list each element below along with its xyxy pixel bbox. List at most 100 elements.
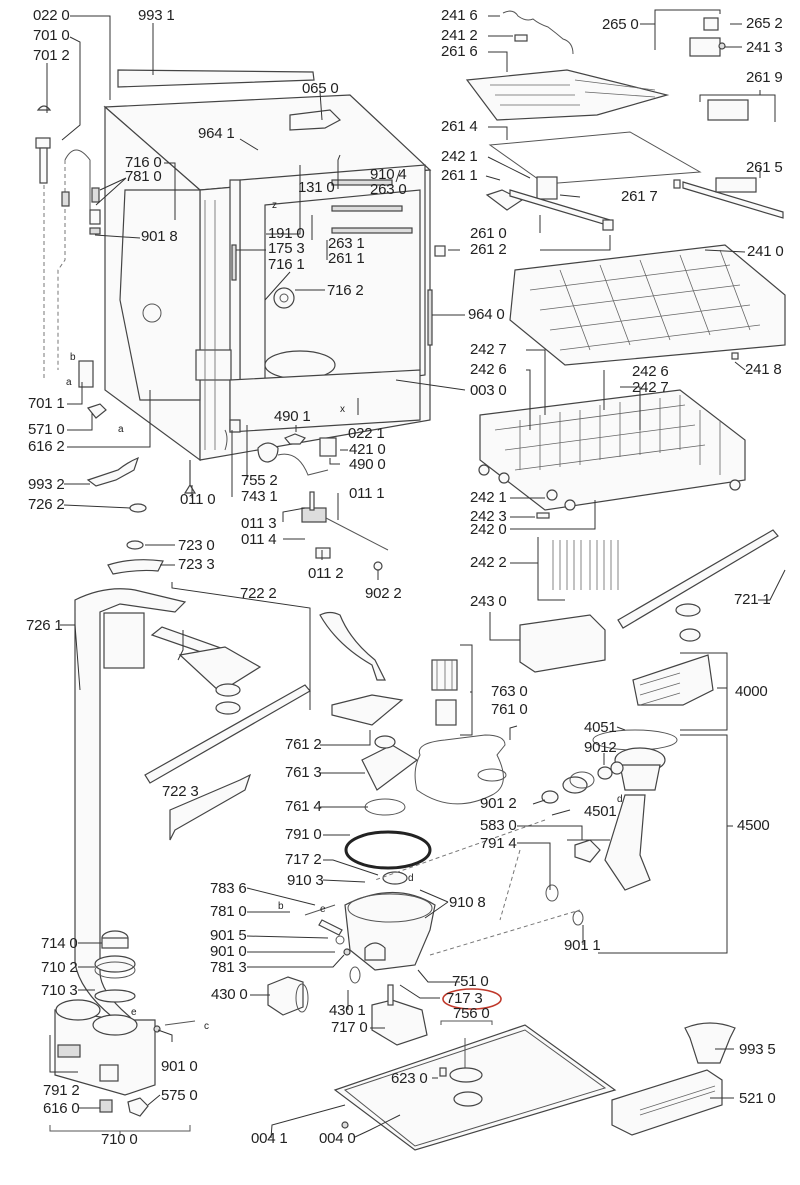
part-label-901-5[interactable]: 901 5 [210,927,247,944]
part-label-756-0[interactable]: 756 0 [453,1005,490,1022]
part-label-993-5[interactable]: 993 5 [739,1041,776,1058]
part-label-571-0[interactable]: 571 0 [28,421,65,438]
part-label-710-3[interactable]: 710 3 [41,982,78,999]
part-label-175-3[interactable]: 175 3 [268,240,305,257]
part-label-761-2[interactable]: 761 2 [285,736,322,753]
part-label-521-0[interactable]: 521 0 [739,1090,776,1107]
part-label-761-0[interactable]: 761 0 [491,701,528,718]
part-label-717-2[interactable]: 717 2 [285,851,322,868]
part-label-583-0[interactable]: 583 0 [480,817,517,834]
part-label-710-2[interactable]: 710 2 [41,959,78,976]
part-label-242-6-left[interactable]: 242 6 [470,361,507,378]
part-label-901-0-sump[interactable]: 901 0 [210,943,247,960]
part-label-003-0[interactable]: 003 0 [470,382,507,399]
part-label-781-0[interactable]: 781 0 [125,168,162,185]
part-label-710-0[interactable]: 710 0 [101,1131,138,1148]
part-label-723-0[interactable]: 723 0 [178,537,215,554]
part-label-701-1[interactable]: 701 1 [28,395,65,412]
part-label-791-4[interactable]: 791 4 [480,835,517,852]
part-label-242-6-right[interactable]: 242 6 [632,363,669,380]
part-label-993-2[interactable]: 993 2 [28,476,65,493]
part-label-901-0-softener[interactable]: 901 0 [161,1058,198,1075]
part-label-263-1[interactable]: 263 1 [328,235,365,252]
part-label-701-2[interactable]: 701 2 [33,47,70,64]
part-label-616-0[interactable]: 616 0 [43,1100,80,1117]
part-label-781-0-lower[interactable]: 781 0 [210,903,247,920]
part-label-242-3[interactable]: 242 3 [470,508,507,525]
part-label-261-7[interactable]: 261 7 [621,188,658,205]
part-label-011-1[interactable]: 011 1 [349,485,385,502]
part-label-065-0[interactable]: 065 0 [302,80,339,97]
part-label-726-2[interactable]: 726 2 [28,496,65,513]
part-label-430-1[interactable]: 430 1 [329,1002,366,1019]
part-label-261-1[interactable]: 261 1 [328,250,365,267]
part-label-964-0[interactable]: 964 0 [468,306,505,323]
part-label-717-0[interactable]: 717 0 [331,1019,368,1036]
part-label-716-2[interactable]: 716 2 [327,282,364,299]
part-label-011-3[interactable]: 011 3 [241,515,277,532]
part-label-242-1-upper[interactable]: 242 1 [441,148,478,165]
part-label-964-1[interactable]: 964 1 [198,125,235,142]
part-label-902-2[interactable]: 902 2 [365,585,402,602]
part-label-726-1[interactable]: 726 1 [26,617,63,634]
part-label-261-5[interactable]: 261 5 [746,159,783,176]
part-label-714-0[interactable]: 714 0 [41,935,78,952]
part-label-265-2[interactable]: 265 2 [746,15,783,32]
part-label-430-0[interactable]: 430 0 [211,986,248,1003]
part-label-743-1[interactable]: 743 1 [241,488,278,505]
part-label-242-2[interactable]: 242 2 [470,554,507,571]
part-label-004-1[interactable]: 004 1 [251,1130,288,1147]
part-label-4501[interactable]: 4501 [584,803,617,820]
part-label-716-0[interactable]: 716 0 [125,154,162,171]
part-label-791-0[interactable]: 791 0 [285,826,322,843]
part-label-011-4[interactable]: 011 4 [241,531,277,548]
part-label-761-4[interactable]: 761 4 [285,798,322,815]
part-label-242-7-right[interactable]: 242 7 [632,379,669,396]
part-label-781-3[interactable]: 781 3 [210,959,247,976]
part-label-261-9[interactable]: 261 9 [746,69,783,86]
part-label-717-3-highlighted[interactable]: 717 3 [446,990,483,1007]
part-label-242-1-lower[interactable]: 242 1 [470,489,507,506]
part-label-241-2[interactable]: 241 2 [441,27,478,44]
part-label-623-0[interactable]: 623 0 [391,1070,428,1087]
part-label-9012[interactable]: 9012 [584,739,617,756]
part-label-910-8[interactable]: 910 8 [449,894,486,911]
part-label-721-1[interactable]: 721 1 [734,591,771,608]
part-label-261-1-upper[interactable]: 261 1 [441,167,478,184]
part-label-761-3[interactable]: 761 3 [285,764,322,781]
part-label-011-0[interactable]: 011 0 [180,491,216,508]
part-label-022-0[interactable]: 022 0 [33,7,70,24]
part-label-490-1[interactable]: 490 1 [274,408,311,425]
part-label-011-2[interactable]: 011 2 [308,565,344,582]
part-label-901-2[interactable]: 901 2 [480,795,517,812]
part-label-241-8[interactable]: 241 8 [745,361,782,378]
part-label-241-6[interactable]: 241 6 [441,7,478,24]
part-label-241-0[interactable]: 241 0 [747,243,784,260]
part-label-4051[interactable]: 4051 [584,719,617,736]
part-label-261-2[interactable]: 261 2 [470,241,507,258]
part-label-993-1[interactable]: 993 1 [138,7,175,24]
part-label-261-0[interactable]: 261 0 [470,225,507,242]
part-label-4000[interactable]: 4000 [735,683,768,700]
part-label-783-6[interactable]: 783 6 [210,880,247,897]
part-label-004-0[interactable]: 004 0 [319,1130,356,1147]
part-label-722-2[interactable]: 722 2 [240,585,277,602]
part-label-242-0[interactable]: 242 0 [470,521,507,538]
part-label-616-2[interactable]: 616 2 [28,438,65,455]
part-label-901-1[interactable]: 901 1 [564,937,601,954]
part-label-901-8[interactable]: 901 8 [141,228,178,245]
part-label-751-0[interactable]: 751 0 [452,973,489,990]
part-label-701-0[interactable]: 701 0 [33,27,70,44]
part-label-910-4[interactable]: 910 4 [370,166,407,183]
part-label-263-0[interactable]: 263 0 [370,181,407,198]
part-label-722-3[interactable]: 722 3 [162,783,199,800]
part-label-490-0[interactable]: 490 0 [349,456,386,473]
part-label-755-2[interactable]: 755 2 [241,472,278,489]
part-label-242-7-left[interactable]: 242 7 [470,341,507,358]
part-label-191-0[interactable]: 191 0 [268,225,305,242]
part-label-4500[interactable]: 4500 [737,817,770,834]
part-label-131-0[interactable]: 131 0 [298,179,335,196]
part-label-261-6[interactable]: 261 6 [441,43,478,60]
part-label-243-0[interactable]: 243 0 [470,593,507,610]
part-label-421-0[interactable]: 421 0 [349,441,386,458]
